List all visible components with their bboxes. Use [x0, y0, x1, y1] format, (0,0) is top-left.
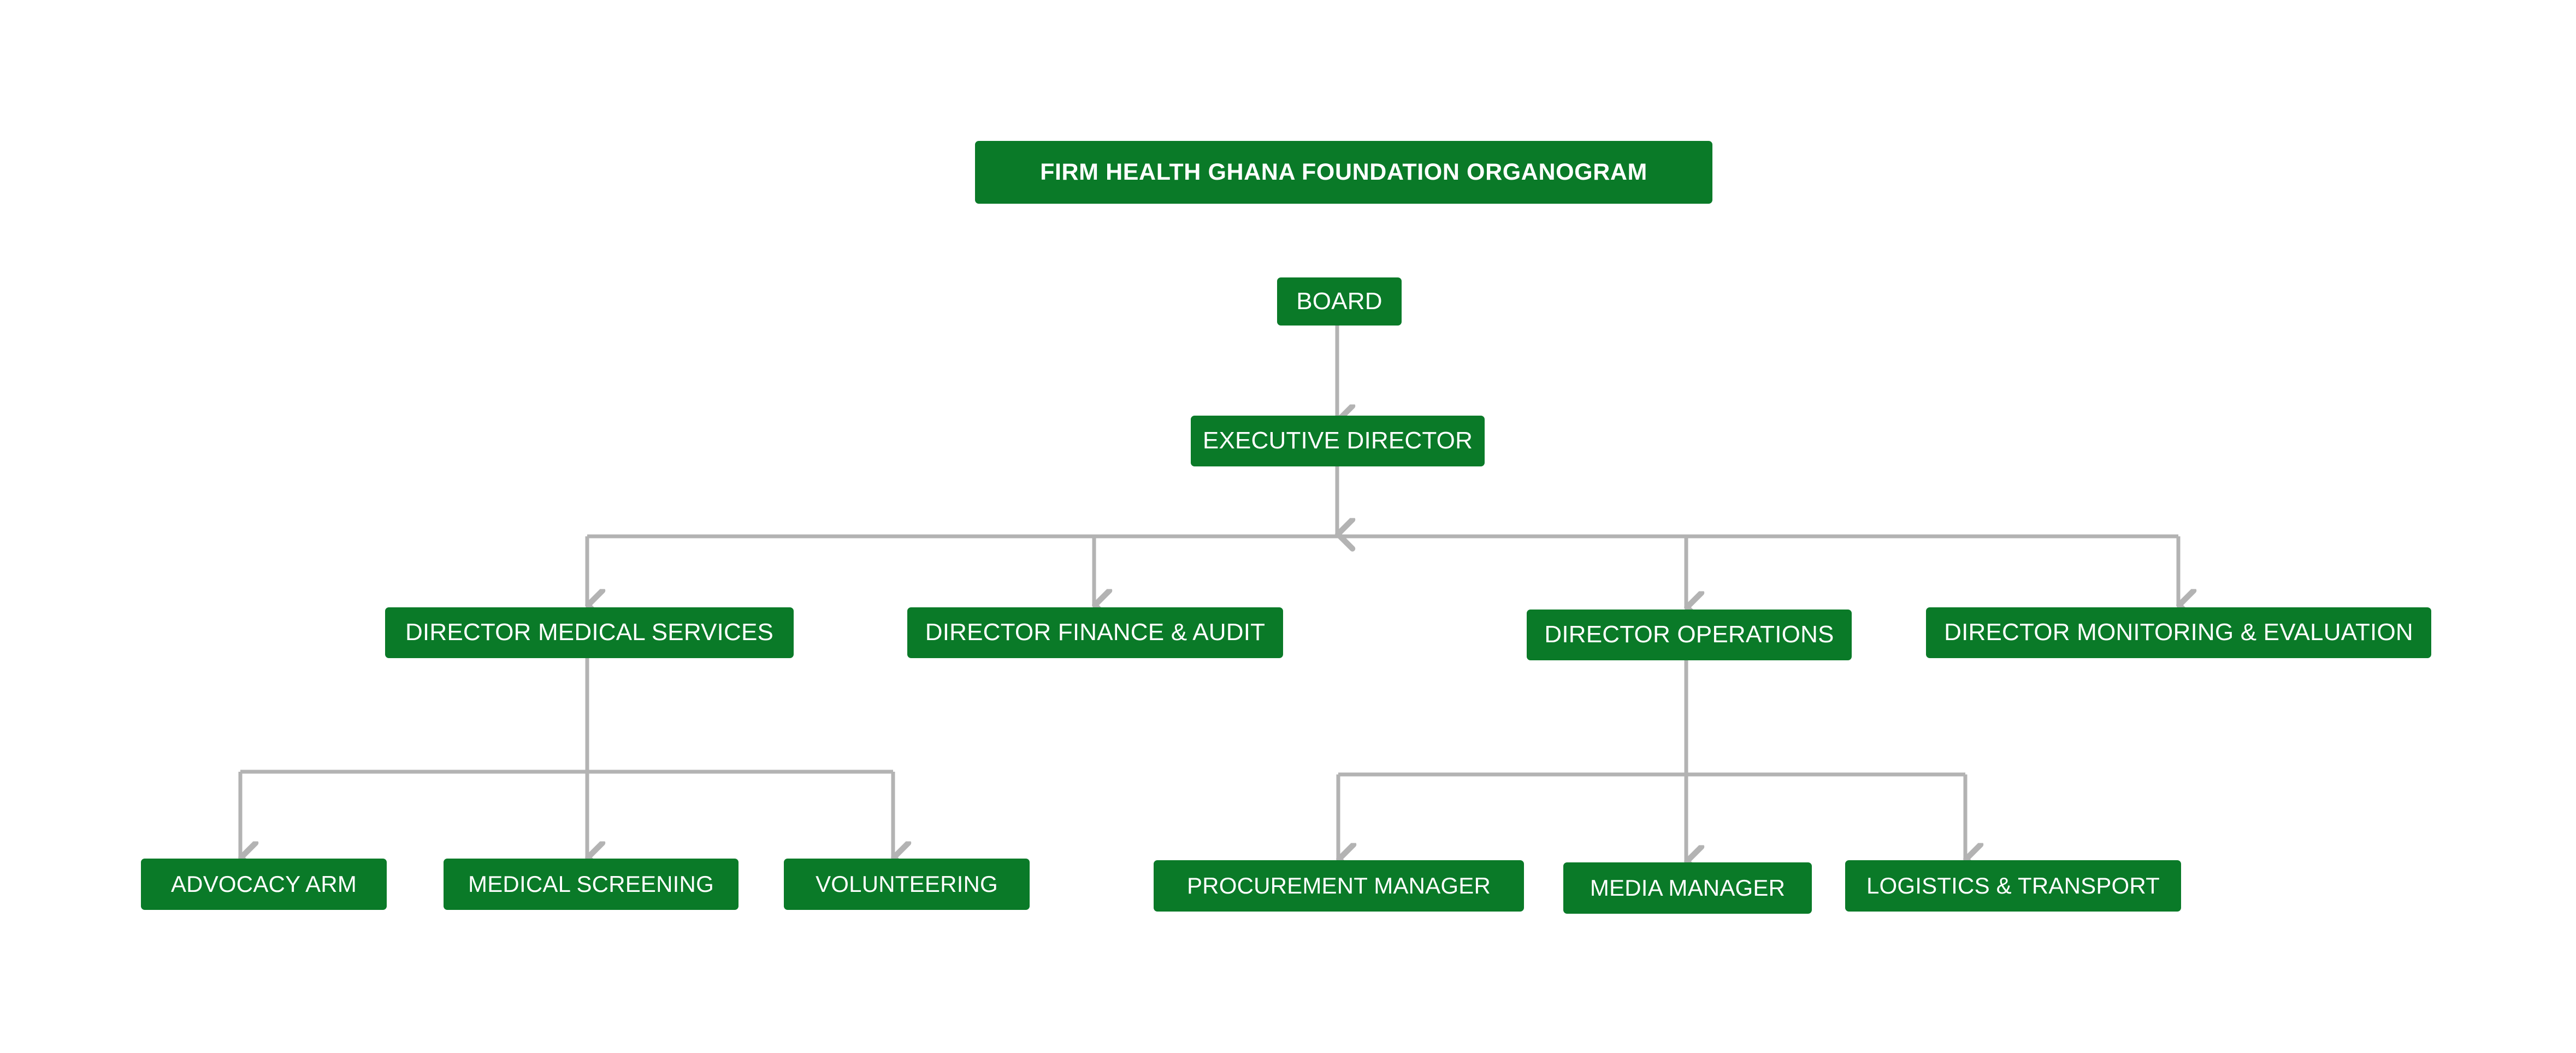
- node-organogram-title[interactable]: FIRM HEALTH GHANA FOUNDATION ORGANOGRAM: [975, 141, 1712, 204]
- node-board[interactable]: BOARD: [1277, 277, 1402, 326]
- node-director-operations[interactable]: DIRECTOR OPERATIONS: [1527, 610, 1852, 660]
- node-director-finance-audit[interactable]: DIRECTOR FINANCE & AUDIT: [907, 607, 1283, 658]
- node-volunteering[interactable]: VOLUNTEERING: [784, 859, 1030, 910]
- node-executive-director[interactable]: EXECUTIVE DIRECTOR: [1191, 416, 1485, 466]
- node-logistics-transport[interactable]: LOGISTICS & TRANSPORT: [1845, 860, 2181, 912]
- node-medical-screening[interactable]: MEDICAL SCREENING: [444, 859, 738, 910]
- node-procurement-manager[interactable]: PROCUREMENT MANAGER: [1154, 860, 1524, 912]
- node-director-medical-services[interactable]: DIRECTOR MEDICAL SERVICES: [385, 607, 794, 658]
- node-director-monitoring-evaluation[interactable]: DIRECTOR MONITORING & EVALUATION: [1926, 607, 2431, 658]
- node-advocacy-arm[interactable]: ADVOCACY ARM: [141, 859, 387, 910]
- node-media-manager[interactable]: MEDIA MANAGER: [1563, 862, 1812, 914]
